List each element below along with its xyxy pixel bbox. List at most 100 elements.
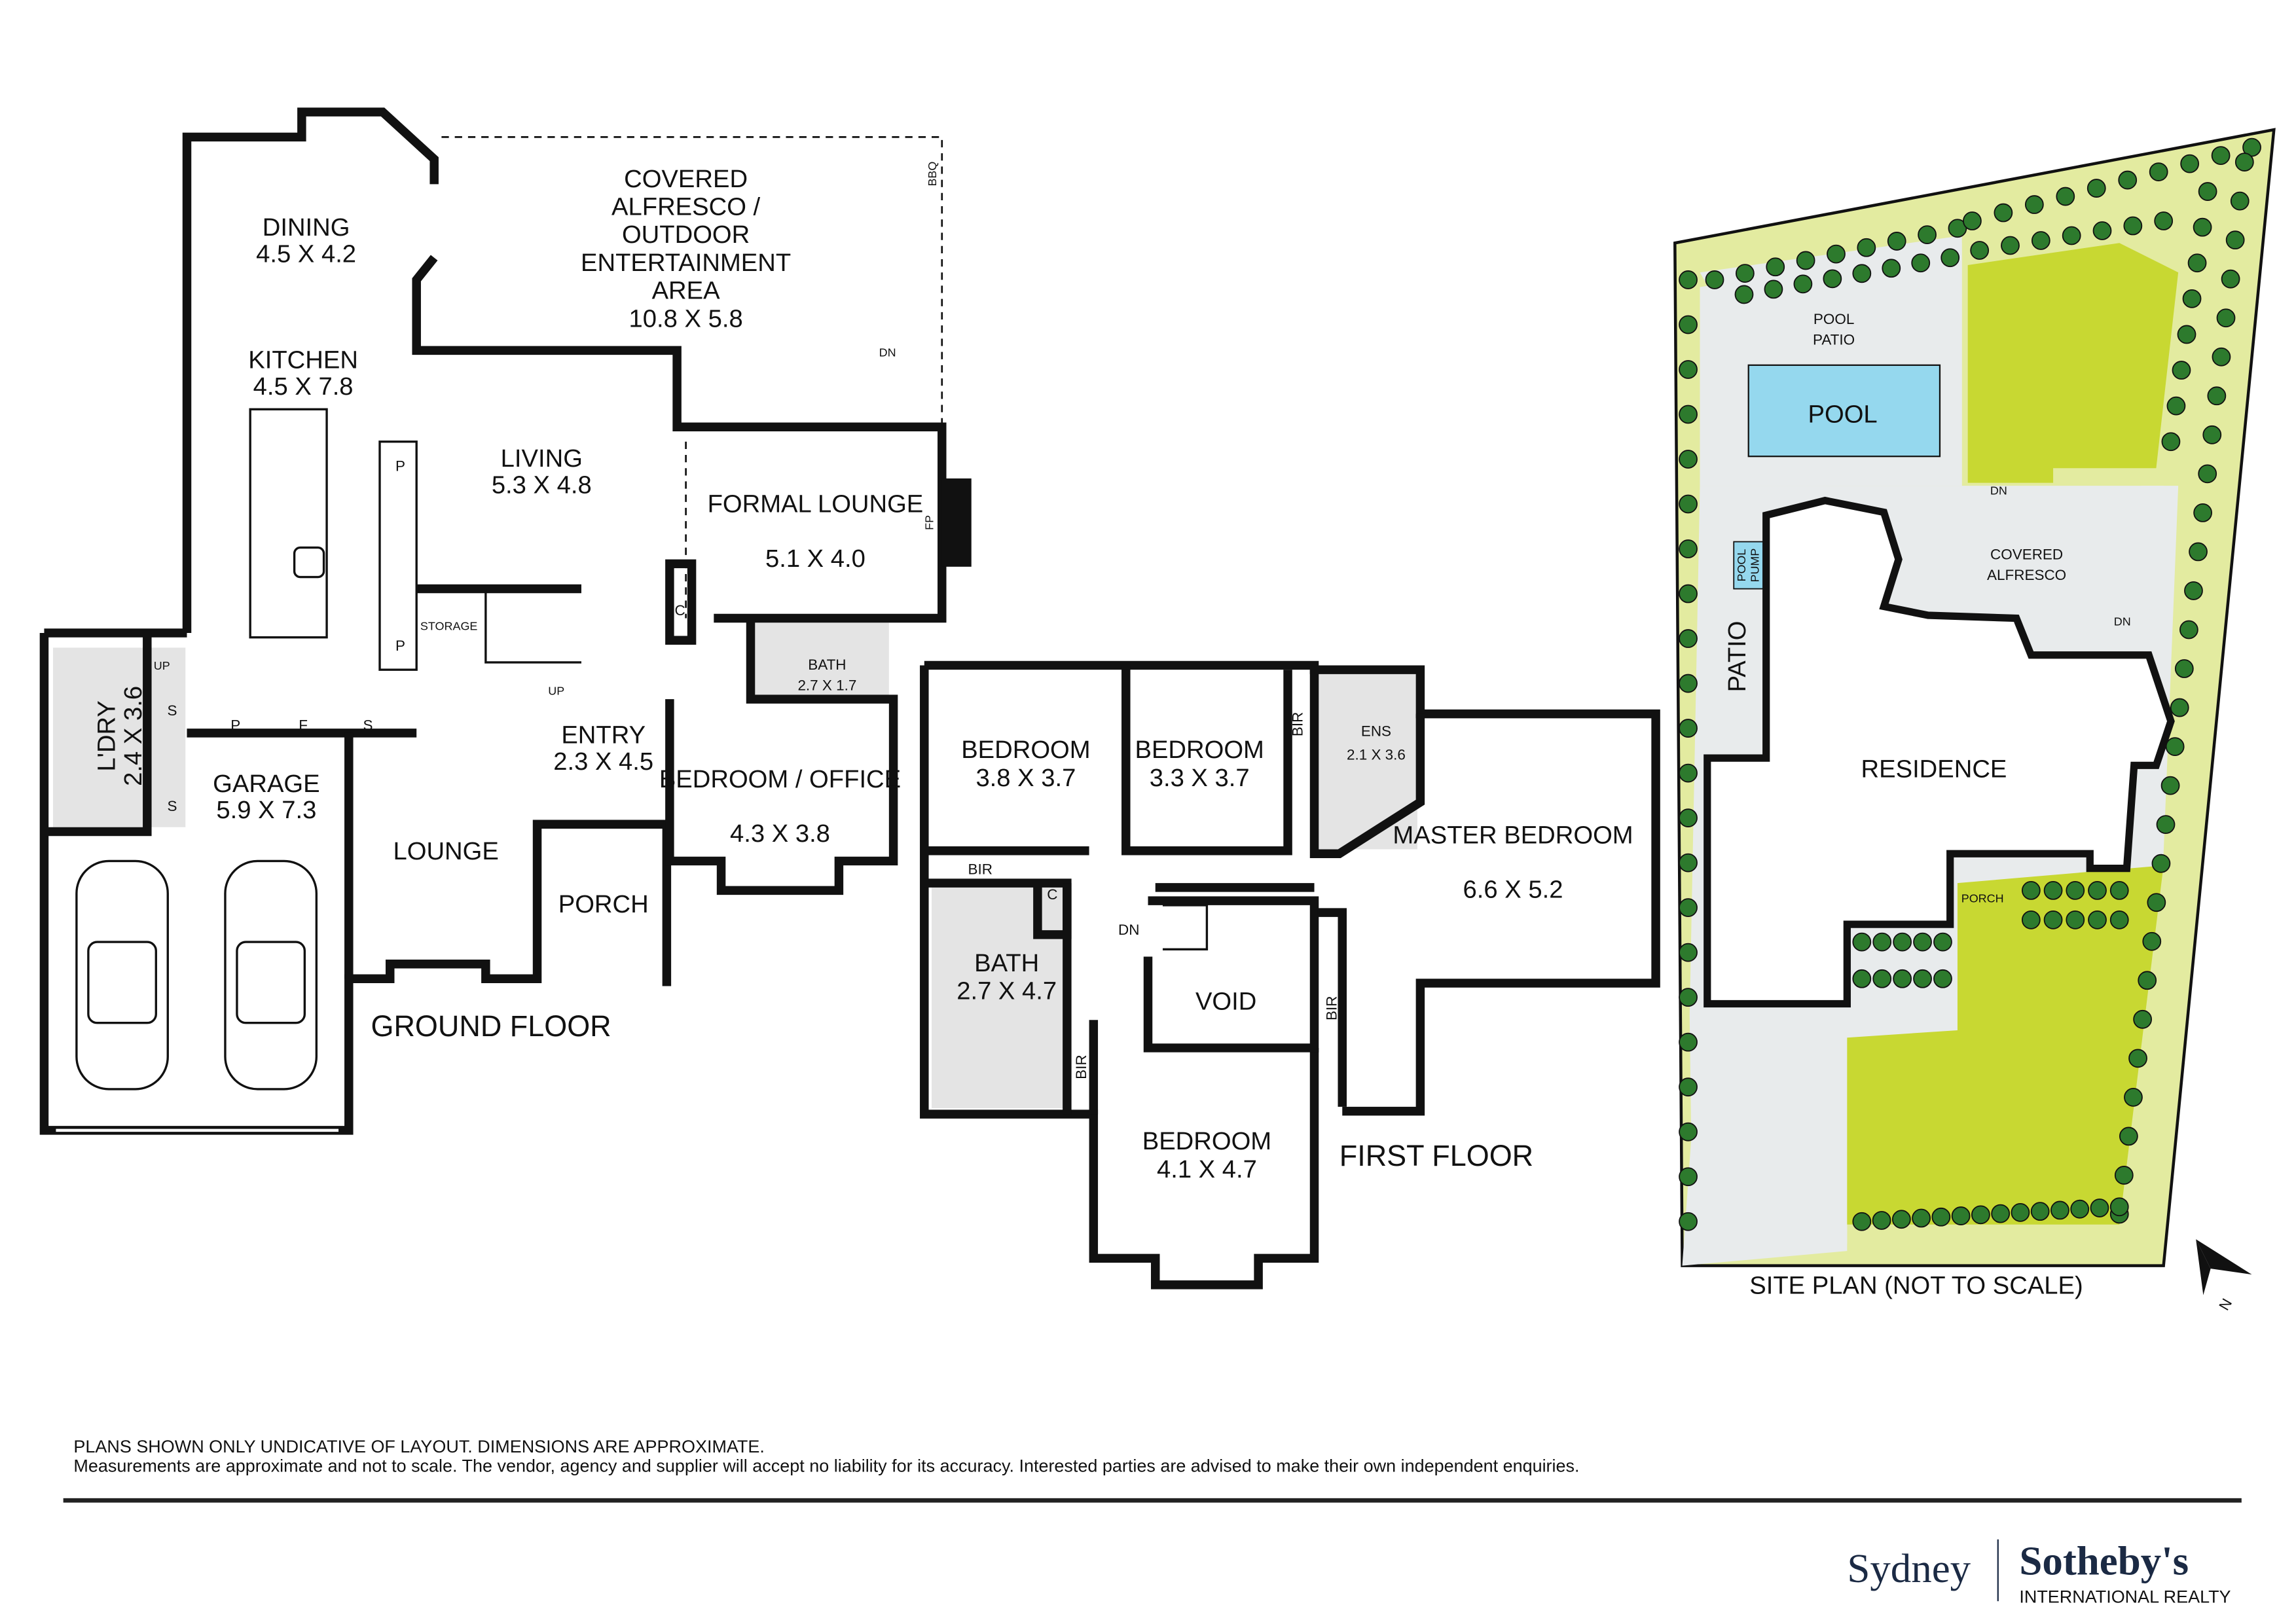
- svg-text:PORCH: PORCH: [1961, 892, 2004, 905]
- tree-icon: [1852, 932, 1872, 952]
- svg-text:POOLPUMP: POOLPUMP: [1735, 549, 1761, 583]
- tree-icon: [1827, 244, 1846, 264]
- tree-icon: [2043, 881, 2063, 900]
- tree-icon: [1764, 279, 1783, 299]
- svg-text:VOID: VOID: [1195, 987, 1256, 1015]
- tree-icon: [2109, 881, 2129, 900]
- tree-icon: [1679, 988, 1698, 1007]
- tree-icon: [2211, 146, 2231, 165]
- tree-icon: [1893, 969, 1912, 988]
- tree-icon: [1918, 225, 1937, 244]
- brand-logo: Sydney Sotheby's INTERNATIONAL REALTY: [1847, 1538, 2231, 1607]
- site-plan-title: SITE PLAN (NOT TO SCALE): [1749, 1271, 2083, 1299]
- bath-tile-floor: [754, 622, 889, 696]
- tree-icon: [1679, 1212, 1698, 1231]
- north-arrow-icon: N: [2196, 1239, 2252, 1313]
- tree-icon: [1679, 1167, 1698, 1187]
- tree-icon: [2142, 931, 2162, 951]
- tree-icon: [2151, 854, 2171, 873]
- tree-icon: [2170, 698, 2189, 717]
- svg-text:DN: DN: [1990, 484, 2007, 497]
- room-label: DINING: [263, 213, 350, 242]
- tree-icon: [1679, 405, 1698, 424]
- tree-icon: [2021, 910, 2041, 929]
- tree-icon: [1679, 629, 1698, 648]
- tree-icon: [2066, 910, 2085, 929]
- tree-icon: [1933, 932, 1952, 952]
- tree-icon: [2230, 191, 2250, 211]
- tree-icon: [1793, 274, 1813, 294]
- disclaimer-line-2: Measurements are approximate and not to …: [73, 1456, 1579, 1475]
- tree-icon: [1705, 270, 1724, 289]
- tree-icon: [2149, 162, 2168, 181]
- tree-icon: [2090, 1198, 2109, 1217]
- svg-text:INTERNATIONAL REALTY: INTERNATIONAL REALTY: [2019, 1587, 2231, 1606]
- tree-icon: [1887, 232, 1906, 251]
- tree-icon: [2119, 1126, 2138, 1146]
- footer-divider: [63, 1498, 2242, 1503]
- tree-icon: [1679, 584, 1698, 604]
- tree-icon: [1766, 257, 1785, 277]
- tree-icon: [1679, 360, 1698, 379]
- tree-icon: [2133, 1009, 2153, 1029]
- tree-icon: [2123, 216, 2143, 236]
- svg-text:P: P: [230, 717, 240, 733]
- tree-icon: [1679, 270, 1698, 289]
- tree-icon: [2066, 881, 2085, 900]
- svg-text:S: S: [168, 702, 177, 719]
- front-lawn: [1847, 865, 2164, 1225]
- svg-text:DN: DN: [2114, 615, 2131, 628]
- tree-icon: [2177, 325, 2196, 344]
- tree-icon: [1679, 494, 1698, 514]
- svg-text:BIR: BIR: [1323, 996, 1339, 1020]
- tree-icon: [1679, 808, 1698, 827]
- tree-icon: [1872, 932, 1892, 952]
- tree-icon: [2070, 1199, 2090, 1219]
- kitchen-bench: [378, 441, 418, 671]
- ground-floor-title: GROUND FLOOR: [371, 1009, 611, 1043]
- tree-icon: [1679, 943, 1698, 962]
- tree-icon: [2024, 195, 2044, 214]
- svg-text:S: S: [363, 717, 373, 733]
- tree-icon: [2109, 910, 2129, 929]
- tree-icon: [2193, 217, 2212, 237]
- dining-wall: [182, 107, 439, 633]
- tree-icon: [2011, 1202, 2030, 1222]
- svg-text:Sydney: Sydney: [1847, 1545, 1971, 1591]
- tree-icon: [1735, 264, 1755, 283]
- tree-icon: [1679, 315, 1698, 334]
- tree-icon: [2109, 1197, 2129, 1217]
- tree-icon: [2138, 971, 2157, 990]
- svg-text:F: F: [299, 717, 308, 733]
- tree-icon: [2056, 187, 2075, 206]
- tree-icon: [2086, 179, 2106, 198]
- tree-icon: [2088, 910, 2107, 929]
- tree-icon: [2161, 432, 2181, 452]
- pool-pump: [1733, 541, 1764, 590]
- svg-text:P: P: [395, 458, 405, 475]
- tree-icon: [2050, 1200, 2069, 1220]
- rear-lawn: [1967, 243, 2179, 483]
- fireplace: [941, 478, 972, 567]
- svg-text:LOUNGE: LOUNGE: [393, 837, 498, 865]
- tree-icon: [2118, 170, 2138, 190]
- tree-icon: [2124, 1087, 2143, 1107]
- car-2: [224, 859, 318, 1090]
- first-floor-title: FIRST FLOOR: [1339, 1139, 1533, 1172]
- tree-icon: [2128, 1049, 2147, 1068]
- residence-footprint: [1704, 496, 2175, 1008]
- svg-text:PATIO: PATIO: [1723, 621, 1751, 692]
- tree-icon: [2242, 137, 2261, 157]
- tree-icon: [2189, 542, 2208, 562]
- tree-icon: [1679, 674, 1698, 693]
- svg-text:UP: UP: [154, 659, 170, 672]
